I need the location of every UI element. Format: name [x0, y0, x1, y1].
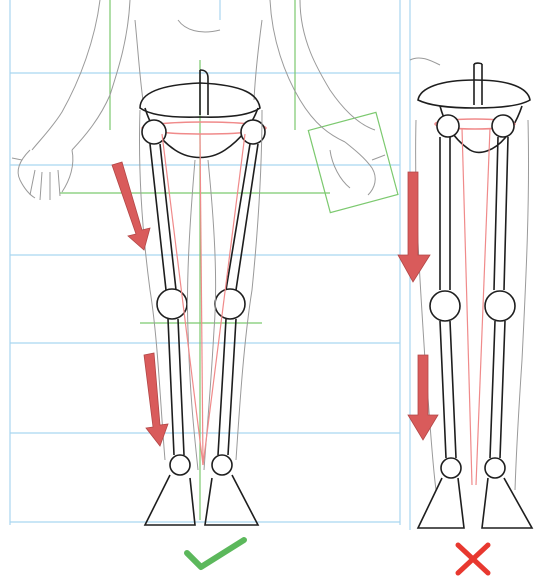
- right-knee-joint-right: [485, 291, 515, 321]
- left-hip-joint-right: [437, 115, 459, 137]
- torso-sketch: [12, 0, 385, 200]
- shin-direction-arrow: [144, 353, 168, 446]
- shin-bones-right: [440, 321, 505, 458]
- pelvis-right: [418, 63, 530, 152]
- feet: [145, 475, 258, 525]
- incorrect-example-panel: [398, 0, 532, 573]
- left-ankle-joint-right: [441, 458, 461, 478]
- right-ankle-joint: [212, 455, 232, 475]
- thigh-direction-arrow-right: [398, 172, 430, 282]
- thigh-direction-arrow: [112, 162, 150, 250]
- left-ankle-joint: [170, 455, 190, 475]
- right-knee-joint: [215, 289, 245, 319]
- check-mark-icon: [187, 540, 244, 567]
- left-knee-joint-right: [430, 291, 460, 321]
- thigh-bones-right: [440, 137, 508, 290]
- right-hip-joint-right: [492, 115, 514, 137]
- cross-mark-icon: [458, 545, 488, 573]
- shin-direction-arrow-right: [408, 355, 438, 440]
- correct-example-panel: [10, 0, 400, 567]
- right-ankle-joint-right: [485, 458, 505, 478]
